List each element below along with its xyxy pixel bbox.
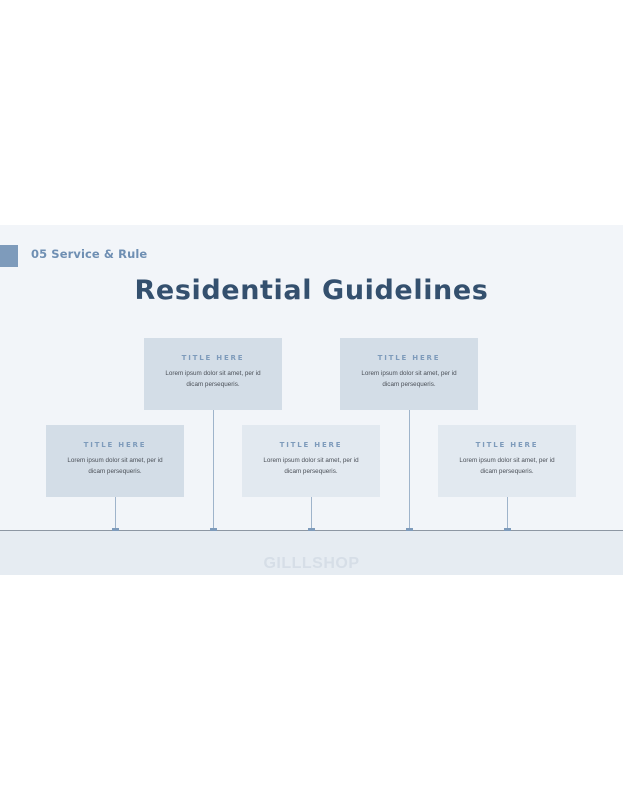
guideline-card-2: TITLE HERE Lorem ipsum dolor sit amet, p… bbox=[144, 338, 282, 410]
card-body: Lorem ipsum dolor sit amet, per id dicam… bbox=[165, 370, 261, 388]
card-title: TITLE HERE bbox=[475, 441, 539, 449]
card-title: TITLE HERE bbox=[377, 354, 441, 362]
connector-line-1 bbox=[115, 497, 116, 528]
card-title: TITLE HERE bbox=[279, 441, 343, 449]
connector-line-5 bbox=[507, 497, 508, 528]
section-label: 05 Service & Rule bbox=[31, 247, 148, 261]
card-body: Lorem ipsum dolor sit amet, per id dicam… bbox=[67, 457, 163, 475]
card-title: TITLE HERE bbox=[181, 354, 245, 362]
footer-band bbox=[0, 531, 623, 575]
slide-title: Residential Guidelines bbox=[134, 275, 489, 306]
guideline-card-1: TITLE HERE Lorem ipsum dolor sit amet, p… bbox=[46, 425, 184, 497]
connector-line-4 bbox=[409, 410, 410, 528]
card-title: TITLE HERE bbox=[83, 441, 147, 449]
connector-line-3 bbox=[311, 497, 312, 528]
watermark: GILLLSHOP bbox=[263, 555, 360, 572]
card-body: Lorem ipsum dolor sit amet, per id dicam… bbox=[459, 457, 555, 475]
connector-line-2 bbox=[213, 410, 214, 528]
card-body: Lorem ipsum dolor sit amet, per id dicam… bbox=[361, 370, 457, 388]
section-accent-square bbox=[0, 245, 18, 267]
guideline-card-3: TITLE HERE Lorem ipsum dolor sit amet, p… bbox=[242, 425, 380, 497]
slide: 05 Service & Rule Residential Guidelines… bbox=[0, 225, 623, 575]
guideline-card-5: TITLE HERE Lorem ipsum dolor sit amet, p… bbox=[438, 425, 576, 497]
guideline-card-4: TITLE HERE Lorem ipsum dolor sit amet, p… bbox=[340, 338, 478, 410]
card-body: Lorem ipsum dolor sit amet, per id dicam… bbox=[263, 457, 359, 475]
